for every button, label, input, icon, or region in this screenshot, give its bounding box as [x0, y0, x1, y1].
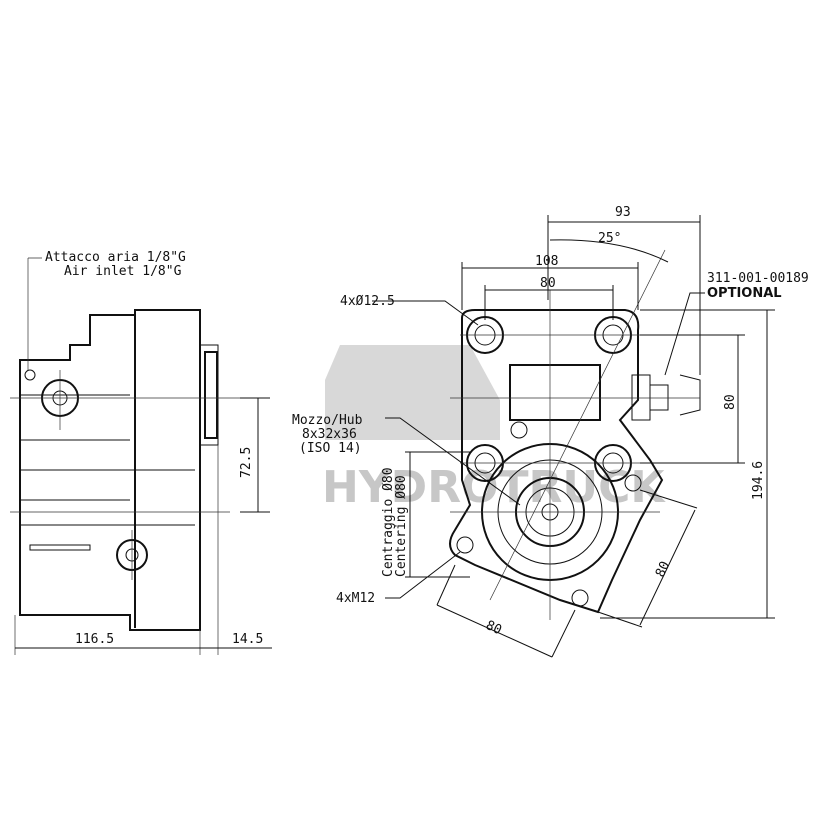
- dim-80-bottom: 80: [483, 618, 504, 638]
- centering-label-en: Centering Ø80: [394, 475, 409, 577]
- centering-label-it: Centraggio Ø80: [381, 467, 396, 577]
- dim-height: 72.5: [239, 447, 254, 478]
- holes-label: 4xØ12.5: [340, 294, 395, 309]
- hub-label-3: (ISO 14): [299, 441, 362, 456]
- hub-label-1: Mozzo/Hub: [292, 413, 363, 428]
- dim-108: 108: [535, 254, 558, 269]
- part-number: 311-001-00189: [707, 271, 809, 286]
- dim-flange: 14.5: [232, 632, 263, 647]
- watermark-text: HYDROTRUCK: [322, 462, 666, 513]
- threads-label: 4xM12: [336, 591, 375, 606]
- dim-80-diag: 80: [653, 559, 673, 580]
- optional-label: OPTIONAL: [707, 286, 782, 301]
- air-inlet-label-en: Air inlet 1/8"G: [64, 264, 182, 279]
- dim-80-right: 80: [723, 394, 738, 410]
- dim-194: 194.6: [751, 461, 766, 500]
- hub-label-2: 8x32x36: [302, 427, 357, 442]
- dim-angle: 25°: [598, 231, 621, 246]
- dim-length: 116.5: [75, 632, 114, 647]
- side-view: Attacco aria 1/8"G Air inlet 1/8"G 72.5 …: [10, 250, 272, 655]
- air-inlet-label-it: Attacco aria 1/8"G: [45, 250, 186, 265]
- dim-93: 93: [615, 205, 631, 220]
- watermark-logo: HYDROTRUCK: [322, 345, 666, 513]
- dim-80-top: 80: [540, 276, 556, 291]
- front-view: 93 25° 108 80 4xØ12.5 311-001-00189 OPTI…: [292, 205, 809, 658]
